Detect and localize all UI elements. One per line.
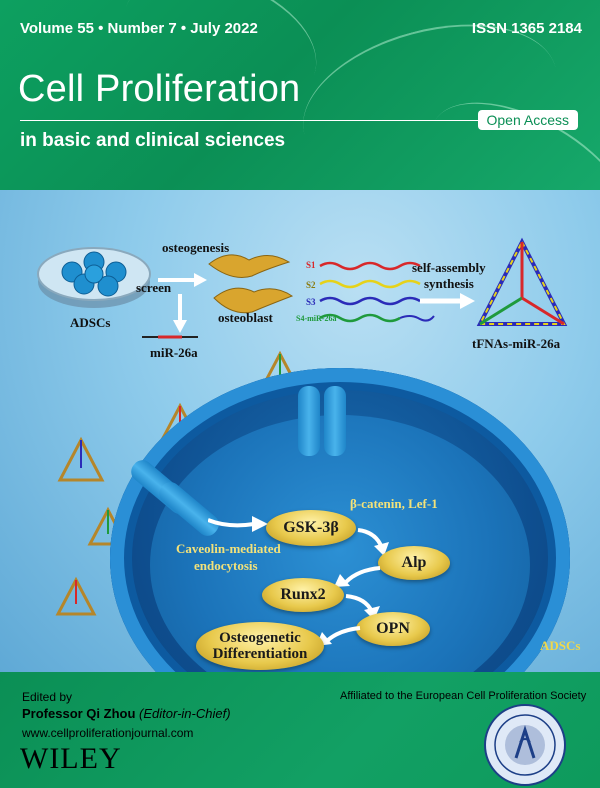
label-screen: screen — [136, 280, 172, 295]
issue-line: Volume 55 • Number 7 • July 2022 — [20, 20, 258, 37]
label-endocytosis: endocytosis — [194, 558, 258, 573]
arrow-down-right-icon — [345, 594, 380, 620]
membrane-channel — [324, 386, 346, 456]
label-mir26a: miR-26a — [150, 345, 198, 360]
node-opn: OPN — [356, 612, 430, 646]
label-caveolin: Caveolin-mediated — [176, 541, 281, 556]
tetrahedron-icon — [57, 436, 105, 482]
node-osteogenetic-differentiation: Osteogenetic Differentiation — [196, 622, 324, 670]
cover-header: Volume 55 • Number 7 • July 2022 ISSN 13… — [0, 0, 600, 190]
open-access-badge: Open Access — [477, 110, 578, 130]
membrane-channel — [298, 386, 320, 456]
editor-line: Professor Qi Zhou (Editor-in-Chief) — [22, 706, 231, 721]
node-gsk3b: GSK-3β — [266, 510, 356, 546]
society-seal-icon — [484, 704, 566, 786]
label-tfnas: tFNAs-miR-26a — [472, 336, 561, 351]
title-rule — [20, 120, 576, 121]
label-adscs-cell: ADSCs — [540, 638, 581, 653]
journal-subtitle: in basic and clinical sciences — [20, 130, 286, 151]
journal-url: www.cellproliferationjournal.com — [22, 726, 194, 740]
issn: ISSN 1365 2184 — [471, 20, 582, 37]
strand-label-s3: S3 — [306, 297, 316, 307]
arrow-right-icon — [158, 273, 207, 287]
label-osteogenesis: osteogenesis — [162, 240, 230, 255]
journal-title: Cell Proliferation — [18, 68, 301, 110]
mirna-icon — [142, 335, 198, 339]
label-adscs-top: ADSCs — [70, 315, 111, 330]
arrow-right-icon — [208, 516, 268, 532]
dna-strands-icon — [319, 261, 435, 323]
osteoblast-icon — [208, 254, 294, 314]
strand-label-s2: S2 — [306, 280, 316, 290]
cover-illustration: ADSCs osteogenesis screen miR-26a osteob… — [0, 190, 600, 672]
tetrahedron-icon — [476, 237, 568, 326]
petri-dish-icon — [37, 247, 151, 308]
seal-emblem-icon — [494, 714, 556, 776]
affiliation: Affiliated to the European Cell Prolifer… — [340, 690, 587, 702]
osteo-diff-line2: Differentiation — [212, 646, 308, 662]
strand-label-s4: S4-miR-26a — [296, 314, 337, 323]
label-self-assembly: self-assembly — [412, 260, 486, 275]
edited-by: Edited by — [22, 690, 73, 704]
node-runx2: Runx2 — [262, 578, 344, 612]
strand-label-s1: S1 — [306, 260, 316, 270]
arrow-down-left-icon — [334, 566, 381, 587]
editor-role: (Editor-in-Chief) — [139, 706, 231, 721]
tetrahedron-icon — [55, 576, 97, 616]
node-alp: Alp — [378, 546, 450, 580]
label-beta-catenin: β-catenin, Lef-1 — [350, 496, 438, 511]
arrow-down-icon — [173, 294, 187, 333]
editor-name: Professor Qi Zhou — [22, 706, 136, 721]
osteo-diff-line1: Osteogenetic — [219, 630, 301, 646]
arrow-right-icon — [420, 293, 475, 309]
label-synthesis: synthesis — [424, 276, 474, 291]
label-osteoblast: osteoblast — [218, 310, 273, 325]
publisher-logo: WILEY — [20, 742, 122, 775]
